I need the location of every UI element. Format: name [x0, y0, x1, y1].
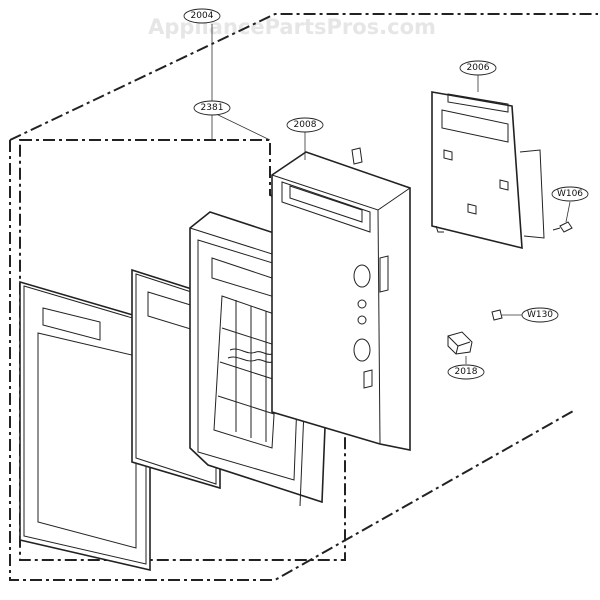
screw-w106	[552, 221, 573, 233]
switch-2018	[447, 331, 473, 355]
assembly-2004-boundary	[9, 13, 598, 581]
pcb-2006	[431, 91, 545, 250]
callout-2008-label: 2008	[294, 120, 317, 130]
callout-2004: 2004	[183, 8, 221, 24]
callout-w106-label: W106	[557, 189, 583, 199]
callout-2006: 2006	[459, 60, 497, 76]
callout-w106: W106	[551, 186, 589, 202]
leader-lines	[211, 24, 571, 364]
screw-w130	[491, 309, 503, 321]
callout-2018-label: 2018	[455, 367, 478, 377]
callout-2381-label: 2381	[201, 103, 224, 113]
callout-2018: 2018	[447, 364, 485, 380]
control-housing-2008	[271, 147, 411, 451]
callout-w130-label: W130	[527, 310, 553, 320]
front-panel	[19, 280, 151, 572]
callout-2004-label: 2004	[191, 11, 214, 21]
callout-2381: 2381	[193, 100, 231, 116]
callout-w130: W130	[521, 307, 559, 323]
callout-2006-label: 2006	[467, 63, 490, 73]
callout-2008: 2008	[286, 117, 324, 133]
